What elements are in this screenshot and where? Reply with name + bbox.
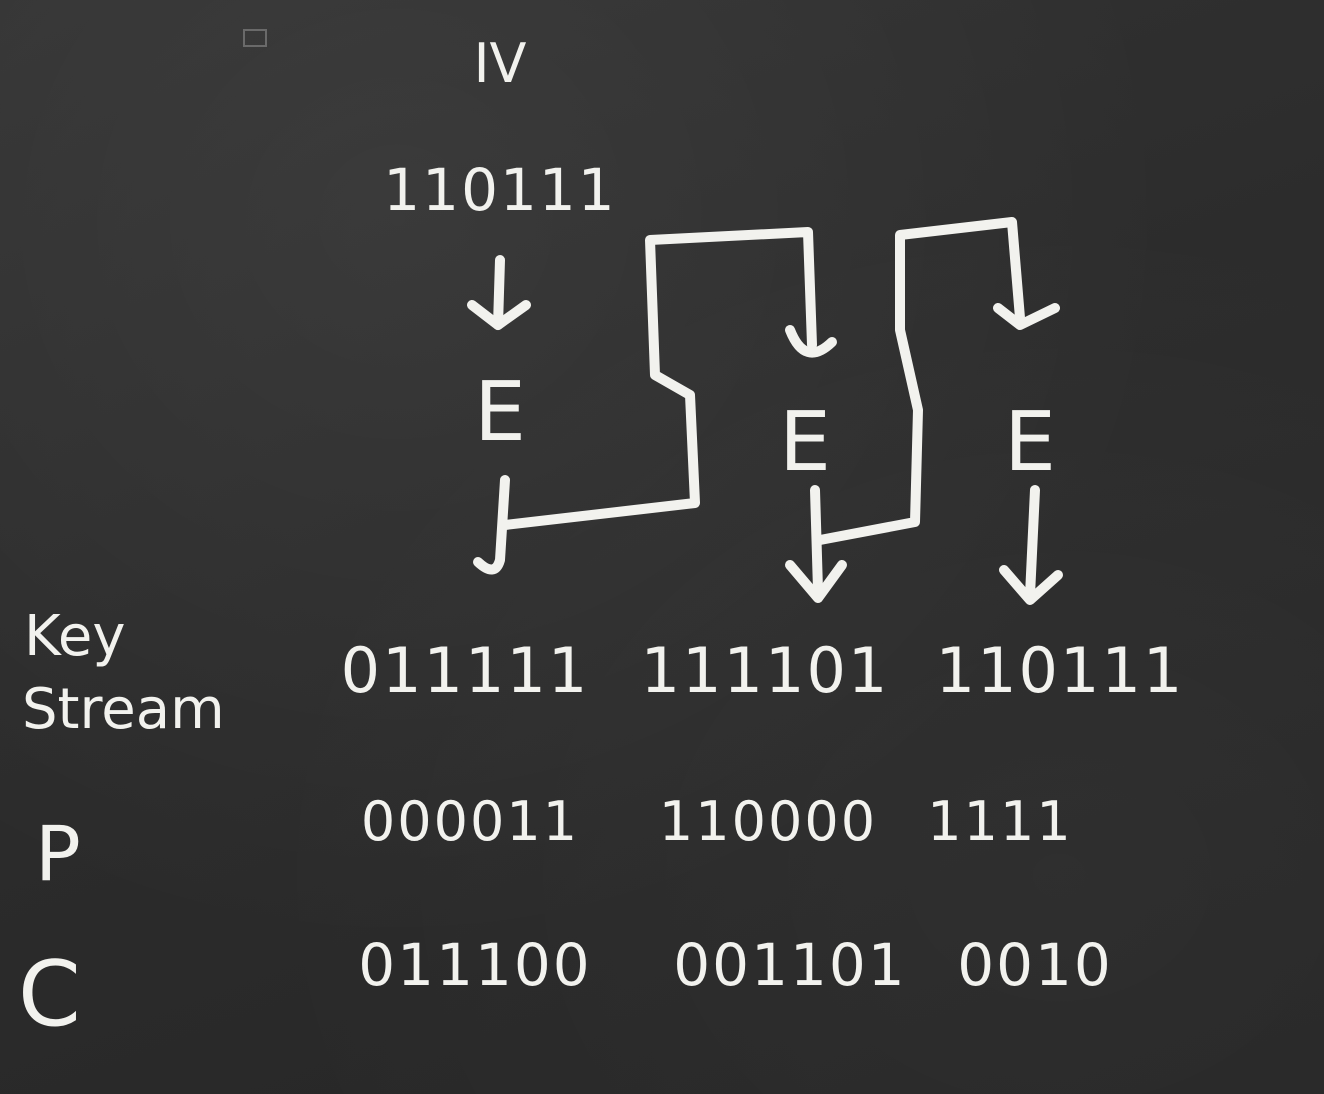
- key-stream-block-3: 110111: [936, 634, 1185, 707]
- ciphertext-block-2: 001101: [673, 931, 906, 999]
- ciphertext-block-1: 011100: [358, 931, 591, 999]
- plaintext-block-3: 1111: [927, 790, 1072, 853]
- arrowhead-e2-to-e3: [993, 303, 1060, 330]
- ciphertext-block-3: 0010: [957, 931, 1113, 999]
- ciphertext-label: C: [18, 942, 81, 1047]
- arrow-e1-to-keystream: [473, 475, 510, 575]
- iv-label: IV: [474, 32, 527, 95]
- key-stream-block-1: 011111: [341, 634, 590, 707]
- arrowhead-e1-to-e2: [785, 325, 837, 358]
- plaintext-block-1: 000011: [361, 790, 579, 853]
- key-stream-label-line2: Stream: [22, 677, 225, 742]
- key-stream-label-line1: Key: [24, 604, 126, 669]
- encrypt-block-2: E: [779, 395, 831, 490]
- arrow-e3-to-keystream: [1025, 485, 1040, 600]
- arrowhead-e2-to-keystream: [785, 560, 847, 603]
- arrowhead-e3-to-keystream: [999, 565, 1063, 605]
- feedback-e1-to-e2: [500, 227, 817, 530]
- plaintext-label: P: [35, 809, 81, 898]
- arrowhead-iv-to-e1: [467, 300, 531, 330]
- chalk-smudge: [243, 29, 267, 47]
- encrypt-block-1: E: [474, 365, 526, 460]
- arrow-iv-to-e1: [493, 255, 505, 330]
- feedback-e2-to-e3: [815, 217, 1025, 545]
- key-stream-block-2: 111101: [641, 634, 890, 707]
- iv-value: 110111: [383, 156, 616, 224]
- plaintext-block-2: 110000: [659, 790, 877, 853]
- encrypt-block-3: E: [1004, 395, 1056, 490]
